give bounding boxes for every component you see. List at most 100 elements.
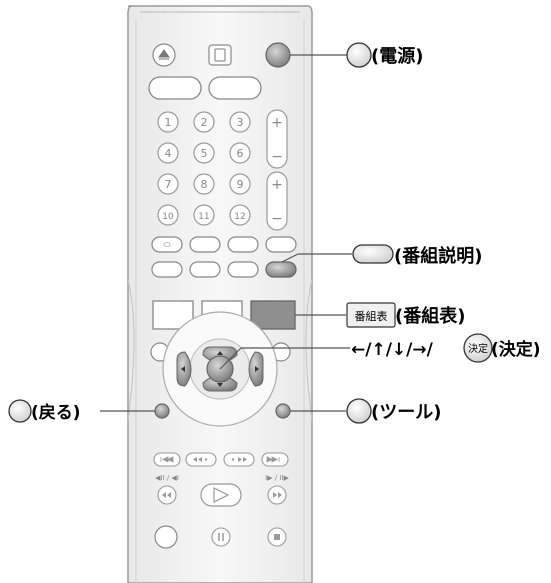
plus-icon: + xyxy=(271,115,283,131)
callout-arrows-label: ←/↑/↓/→/ xyxy=(351,340,434,360)
guide-button[interactable] xyxy=(250,300,296,330)
pill-row-1 xyxy=(151,236,297,253)
svg-text:4: 4 xyxy=(165,147,172,160)
pill-row-2 xyxy=(151,261,297,278)
number-key[interactable]: 3 xyxy=(229,111,251,133)
volume-rocker[interactable]: + − xyxy=(266,109,288,169)
replay-icon xyxy=(162,492,171,498)
pill-button[interactable] xyxy=(227,236,259,253)
number-key[interactable]: 4 xyxy=(157,142,179,164)
pill-button[interactable] xyxy=(151,236,183,253)
svg-text:10: 10 xyxy=(162,212,174,222)
pill-button[interactable] xyxy=(189,236,221,253)
pill-button[interactable] xyxy=(151,261,183,278)
tools-button-symbol xyxy=(346,398,372,424)
open-close-switch[interactable] xyxy=(208,44,232,66)
stop-icon xyxy=(274,534,280,540)
guide-button-symbol-text: 番組表 xyxy=(355,309,388,323)
callout-program-info: (番組説明) xyxy=(352,244,482,267)
power-button-symbol xyxy=(346,42,372,68)
callout-power-label: (電源) xyxy=(371,45,423,67)
number-key[interactable]: 12 xyxy=(229,204,251,226)
advance-icon xyxy=(273,492,282,498)
number-key[interactable]: 1 xyxy=(157,111,179,133)
plus-icon: + xyxy=(271,177,283,193)
switch-icon xyxy=(214,48,226,62)
number-key[interactable]: 11 xyxy=(193,204,215,226)
number-key[interactable]: 9 xyxy=(229,173,251,195)
svg-text:8: 8 xyxy=(201,178,208,191)
play-icon xyxy=(213,487,230,503)
enter-button-symbol-text: 決定 xyxy=(468,342,488,355)
callout-line-enter xyxy=(219,347,242,370)
minus-icon: − xyxy=(271,149,283,165)
eject-icon xyxy=(158,49,170,60)
pause-button[interactable] xyxy=(211,527,231,547)
remote-waist-left xyxy=(127,279,135,421)
pause-icon xyxy=(218,533,224,541)
number-key[interactable]: 6 xyxy=(229,142,251,164)
rewind-icon xyxy=(193,457,202,462)
svg-text:5: 5 xyxy=(201,147,208,160)
callout-back: (戻る) xyxy=(8,399,81,423)
number-key[interactable]: 5 xyxy=(193,142,215,164)
svg-text:3: 3 xyxy=(237,116,244,129)
number-key[interactable]: 8 xyxy=(193,173,215,195)
callout-line-program-info xyxy=(281,253,299,263)
program-info-button[interactable] xyxy=(265,261,297,278)
up-arrow-icon xyxy=(217,351,223,355)
tools-button[interactable] xyxy=(275,403,291,419)
bottom-left-button[interactable] xyxy=(154,525,178,549)
pill-button[interactable] xyxy=(265,236,297,253)
oval-button-2[interactable] xyxy=(208,76,262,100)
callout-enter-label: (決定) xyxy=(491,339,541,360)
skip-prev-label: ◀II / ◀I xyxy=(155,474,179,482)
number-key[interactable]: 10 xyxy=(157,204,179,226)
guide-button-symbol xyxy=(346,302,396,328)
forward-icon xyxy=(238,457,247,462)
svg-text:7: 7 xyxy=(165,178,172,191)
right-arrow-icon xyxy=(255,366,259,372)
back-button-symbol xyxy=(8,399,32,423)
svg-text:1: 1 xyxy=(165,116,172,129)
callout-enter: ←/↑/↓/→/ 決定 (決定) xyxy=(351,333,541,363)
forward-button[interactable] xyxy=(223,452,255,467)
stop-button[interactable] xyxy=(267,527,287,547)
svg-text:12: 12 xyxy=(234,212,245,222)
prev-button[interactable] xyxy=(153,452,181,467)
callout-back-label: (戻る) xyxy=(31,402,81,423)
prev-icon xyxy=(160,456,174,463)
skip-next-label: I▶ / II▶ xyxy=(265,474,289,482)
next-icon xyxy=(266,456,280,463)
play-button[interactable] xyxy=(200,483,242,507)
remote-waist-right xyxy=(305,279,313,421)
next-button[interactable] xyxy=(261,452,289,467)
channel-rocker[interactable]: + − xyxy=(266,171,288,231)
power-button[interactable] xyxy=(265,42,291,68)
callout-power: (電源) xyxy=(346,42,423,68)
svg-text:6: 6 xyxy=(237,147,244,160)
pill-button[interactable] xyxy=(189,261,221,278)
advance-button[interactable] xyxy=(267,485,287,505)
program-info-symbol xyxy=(352,244,394,264)
callout-tools: (ツール) xyxy=(346,398,441,424)
svg-text:9: 9 xyxy=(237,178,244,191)
enter-button-symbol xyxy=(463,333,493,363)
oval-button-1[interactable] xyxy=(148,76,202,100)
replay-button[interactable] xyxy=(157,485,177,505)
number-pad: 1 2 3 4 5 6 7 8 9 10 11 12 xyxy=(157,111,251,226)
svg-text:2: 2 xyxy=(201,116,208,129)
eject-button[interactable] xyxy=(152,43,176,67)
minus-icon: − xyxy=(271,211,283,227)
pill-button[interactable] xyxy=(227,261,259,278)
number-key[interactable]: 7 xyxy=(157,173,179,195)
rewind-button[interactable] xyxy=(185,452,217,467)
down-arrow-icon xyxy=(217,383,223,387)
back-button[interactable] xyxy=(154,403,170,419)
left-arrow-icon xyxy=(181,366,185,372)
callout-tools-label: (ツール) xyxy=(371,402,441,423)
callout-guide-label: (番組表) xyxy=(395,305,465,327)
callout-guide: 番組表 (番組表) xyxy=(346,302,465,328)
number-key[interactable]: 2 xyxy=(193,111,215,133)
svg-text:11: 11 xyxy=(198,212,209,222)
